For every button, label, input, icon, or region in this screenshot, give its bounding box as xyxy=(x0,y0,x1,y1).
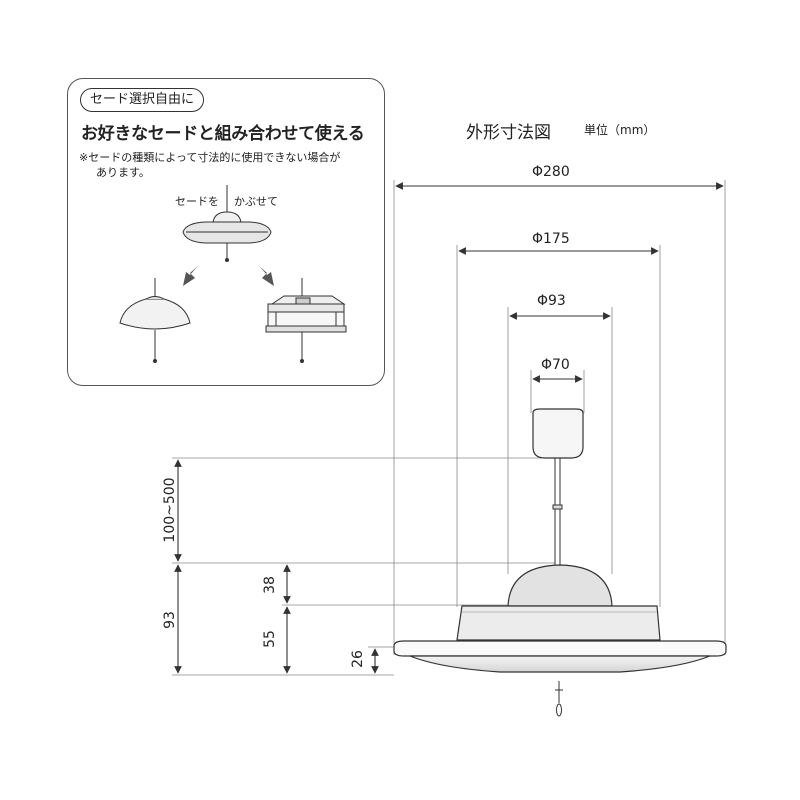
unit-label: 単位（mm） xyxy=(584,123,656,137)
dim-label-phi175: Φ175 xyxy=(532,231,570,247)
fixture-cord xyxy=(552,458,563,565)
shade-arrow-right-icon xyxy=(258,265,274,286)
fixture-lens-disc xyxy=(393,640,727,673)
dim-label-phi70: Φ70 xyxy=(541,357,570,373)
shade-hint-left: セードを xyxy=(175,195,219,208)
fixture-dome xyxy=(507,564,613,607)
inset-square-shade xyxy=(265,278,347,363)
shade-arrow-left-icon xyxy=(183,265,199,286)
dimension-lines xyxy=(174,182,724,674)
inset-note-line1: ※セードの種類によって寸法的に使用できない場合が xyxy=(79,151,341,164)
inset-round-shade xyxy=(119,278,191,363)
fixture-ceiling-canopy xyxy=(532,408,584,459)
inset-note: ※セードの種類によって寸法的に使用できない場合が あります。 xyxy=(79,150,340,180)
inset-fixture-center xyxy=(182,185,272,262)
fixture-base xyxy=(456,605,661,641)
shade-choice-badge: セード選択自由に xyxy=(80,88,205,112)
extension-lines xyxy=(172,180,726,676)
shade-inset-panel xyxy=(67,78,385,386)
pull-cord-icon xyxy=(555,681,563,717)
inset-headline: お好きなセードと組み合わせて使える xyxy=(81,124,365,144)
drawing-title: 外形寸法図 xyxy=(466,123,551,143)
dim-label-phi93: Φ93 xyxy=(537,293,566,309)
inset-note-line2: あります。 xyxy=(96,166,150,179)
shade-hint-right: かぶせて xyxy=(234,195,278,208)
dim-label-phi280: Φ280 xyxy=(532,164,570,180)
